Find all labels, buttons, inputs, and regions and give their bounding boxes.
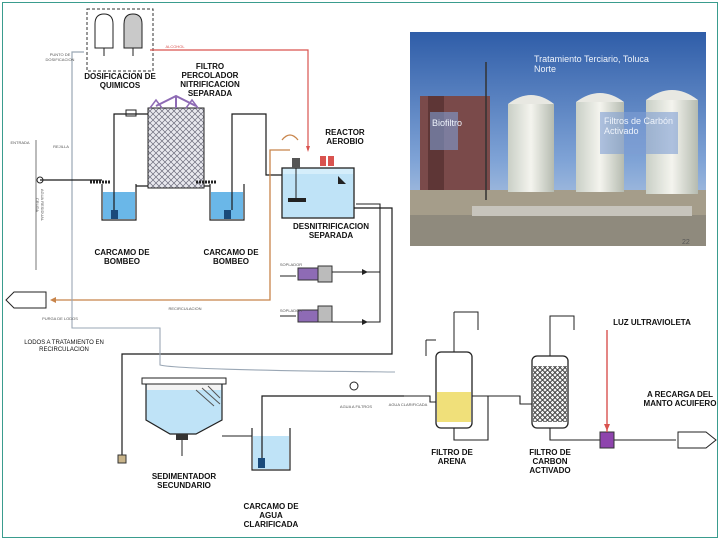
small-label-blower-1: SOPLADOR	[279, 262, 303, 267]
label-filtro-carbon: FILTRO DE CARBON ACTIVADO	[529, 448, 571, 475]
sand-filter	[404, 311, 489, 441]
photo-page-number: 22	[682, 239, 690, 246]
blower-2	[280, 203, 381, 325]
small-label-vertical: AGUA RESIDUAL CRUDA	[35, 188, 45, 222]
small-label-reactor-bottom: RECIRCULACION	[168, 306, 202, 311]
label-desnitrificacion: DESNITRIFICACION SEPARADA	[293, 222, 369, 240]
label-sedimentador: SEDIMENTADOR SECUNDARIO	[151, 472, 217, 490]
small-label-mid-pipe: AGUA A FILTROS	[339, 404, 373, 409]
label-luz-uv: LUZ ULTRAVIOLETA	[613, 318, 691, 327]
label-filtro-percolador: FILTRO PERCOLADOR NITRIFICACION SEPARADA	[180, 62, 240, 98]
blower-1	[280, 265, 380, 283]
label-carcamo-bombeo-1: CARCAMO DE BOMBEO	[94, 248, 150, 266]
photo-title: Tratamiento Terciario, Toluca Norte	[534, 54, 649, 74]
label-recarga: A RECARGA DEL MANTO ACUIFERO	[643, 390, 717, 408]
chemical-dosing-unit	[86, 8, 154, 72]
plant-photo	[410, 32, 706, 246]
label-reactor: REACTOR AEROBIO	[325, 128, 365, 146]
clarified-water-sump	[222, 381, 404, 471]
aerobic-reactor	[281, 156, 355, 219]
photo-biofiltro: Biofiltro	[432, 118, 463, 128]
secondary-settler	[141, 377, 227, 456]
label-dosificacion: DOSIFICACION DE QUIMICOS	[84, 72, 156, 90]
carbon-filter	[488, 315, 596, 441]
small-label-top-left: PUNTO DE DOSIFICACION	[45, 52, 75, 62]
small-label-pre-filter: AGUA CLARIFICADA	[388, 402, 428, 407]
pump-sump-2	[209, 113, 284, 221]
label-carcamo-bombeo-2: CARCAMO DE BOMBEO	[203, 248, 259, 266]
small-label-lodos: PURGA DE LODOS	[42, 316, 78, 321]
photo-filtros-carbon: Filtros de Carbón Activado	[604, 116, 674, 136]
small-label-rejilla: REJILLA	[53, 144, 69, 149]
label-filtro-arena: FILTRO DE ARENA	[431, 448, 473, 466]
small-label-alcohol: ALCOHOL	[165, 44, 185, 49]
small-label-blower-2: SOPLADOR	[279, 308, 303, 313]
pump-sump-1	[101, 109, 148, 221]
uv-lamp	[596, 330, 676, 449]
trickling-filter	[147, 94, 205, 189]
recharge-arrow	[677, 431, 717, 449]
label-carcamo-agua: CARCAMO DE AGUA CLARIFICADA	[243, 502, 299, 529]
small-label-inlet: ENTRADA	[10, 140, 30, 145]
label-lodos: LODOS A TRATAMIENTO EN RECIRCULACION	[24, 340, 104, 353]
sludge-outlet	[5, 291, 47, 309]
